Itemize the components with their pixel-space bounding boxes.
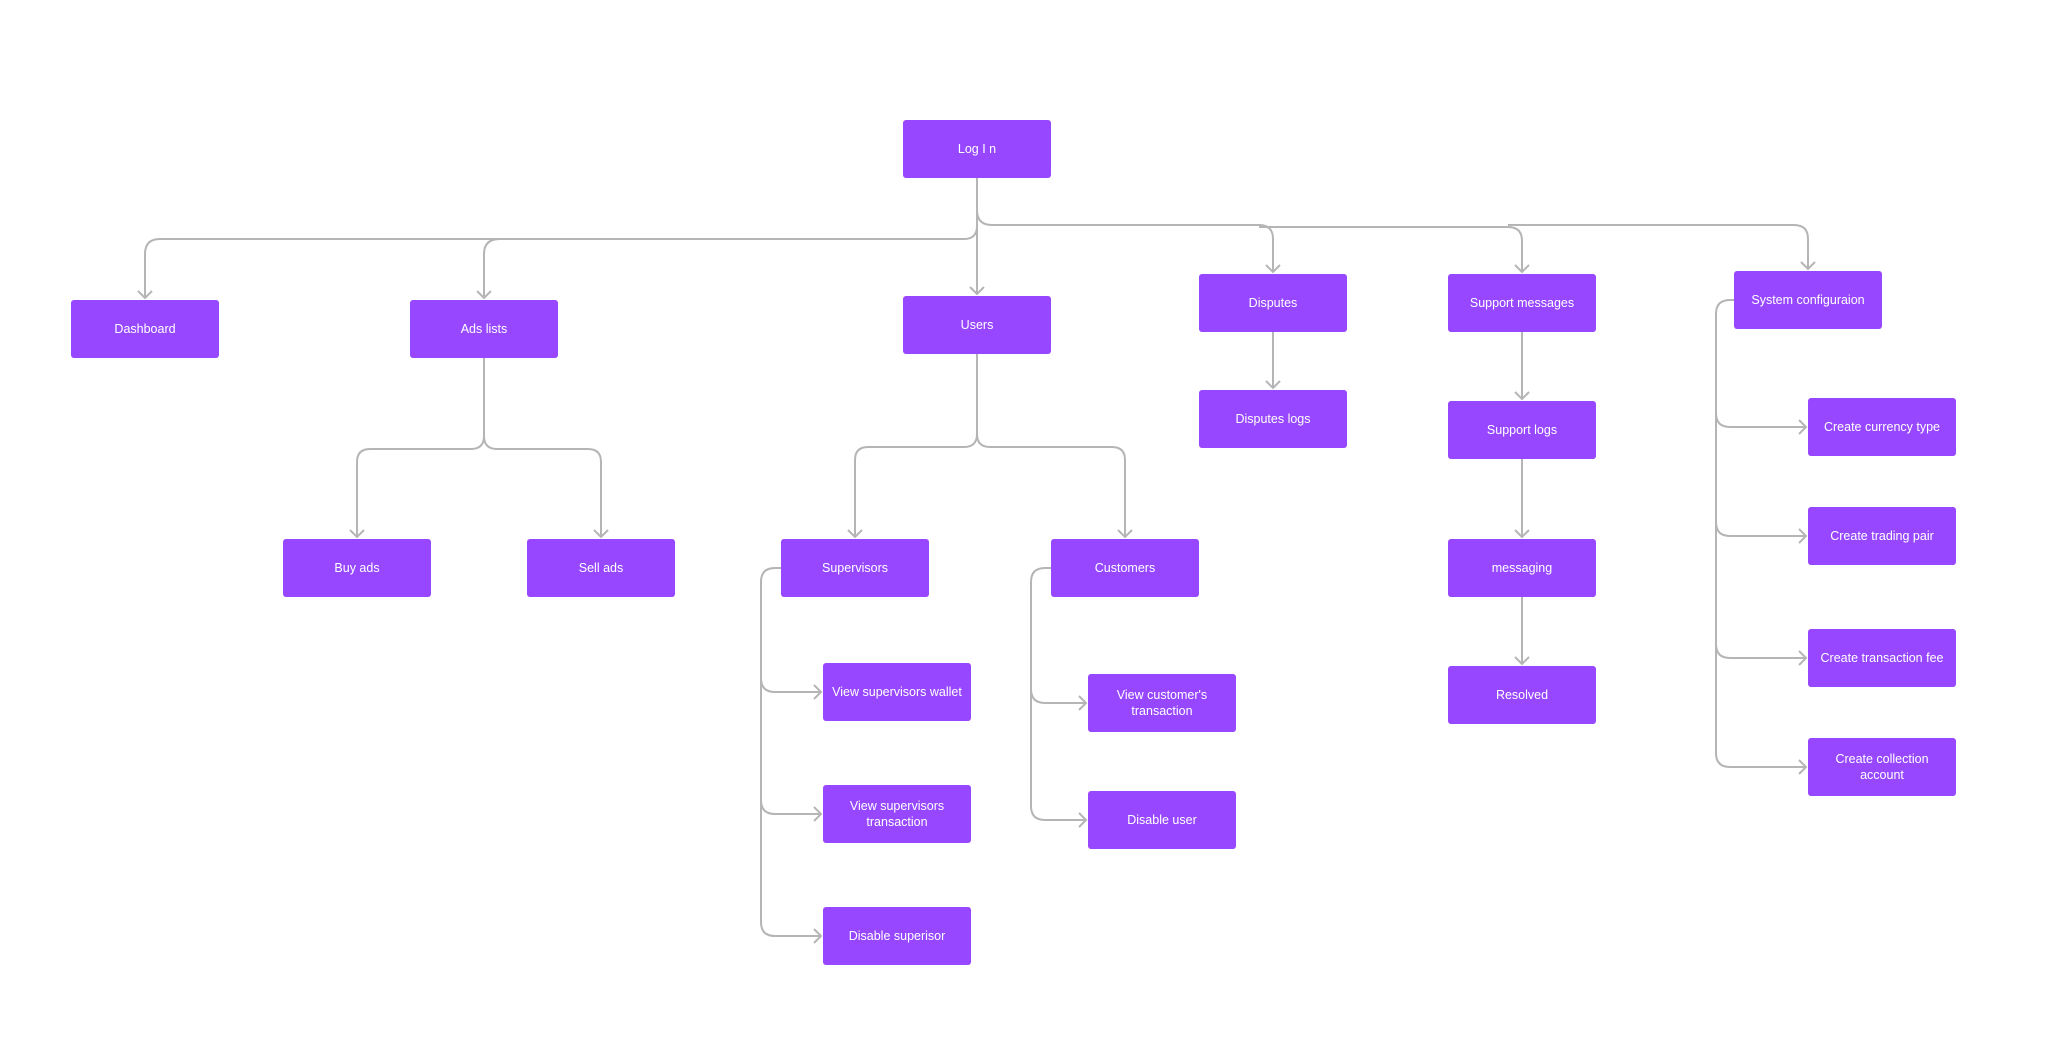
edge-ads-buy-arrow xyxy=(349,529,365,539)
node-support-messages-label: Support messages xyxy=(1469,296,1575,310)
edge-ads-sell xyxy=(483,435,602,537)
edge-users-customers-arrow xyxy=(1117,529,1133,539)
edge-login-support-messages-arrow xyxy=(1514,264,1530,274)
node-messaging[interactable]: messaging xyxy=(1448,539,1596,597)
node-create-currency-type-label: Create currency type xyxy=(1823,420,1941,434)
node-ads-lists-label: Ads lists xyxy=(460,322,508,336)
edge-messaging-resolved-arrow xyxy=(1514,656,1530,666)
node-disputes[interactable]: Disputes xyxy=(1199,274,1347,332)
edge-system-spine xyxy=(1715,299,1806,768)
node-create-transaction-fee[interactable]: Create transaction fee xyxy=(1808,629,1956,687)
node-disputes-label: Disputes xyxy=(1248,296,1298,310)
node-create-collection-account-label: Create collection account xyxy=(1835,752,1929,782)
node-view-customers-transaction[interactable]: View customer's transaction xyxy=(1088,674,1236,732)
node-support-logs-label: Support logs xyxy=(1486,423,1558,437)
edge-customers-spine xyxy=(1030,567,1086,821)
edge-supervisors-wallet-arrow xyxy=(813,684,823,700)
node-supervisors-label: Supervisors xyxy=(822,561,888,575)
node-messaging-label: messaging xyxy=(1491,561,1553,575)
node-create-transaction-fee-label: Create transaction fee xyxy=(1820,651,1944,665)
node-system-configuration[interactable]: System configuraion xyxy=(1734,271,1882,329)
node-disable-user-label: Disable user xyxy=(1127,813,1197,827)
node-view-supervisors-transaction-label: View supervisors transaction xyxy=(849,799,945,829)
edge-supervisors-wallet xyxy=(760,677,821,693)
edge-system-fee xyxy=(1715,643,1806,659)
node-supervisors[interactable]: Supervisors xyxy=(781,539,929,597)
edge-system-currency-arrow xyxy=(1798,419,1808,435)
edge-users-customers xyxy=(976,433,1126,537)
edge-login-users-arrow xyxy=(969,286,985,296)
node-customers-label: Customers xyxy=(1094,561,1156,575)
node-system-configuration-label: System configuraion xyxy=(1751,293,1865,307)
node-resolved[interactable]: Resolved xyxy=(1448,666,1596,724)
edge-supervisors-transaction-arrow xyxy=(813,806,823,822)
edge-system-trading-arrow xyxy=(1798,528,1808,544)
node-create-trading-pair[interactable]: Create trading pair xyxy=(1808,507,1956,565)
edge-login-disputes-arrow xyxy=(1265,264,1281,274)
edge-ads-sell-arrow xyxy=(593,529,609,539)
node-create-currency-type[interactable]: Create currency type xyxy=(1808,398,1956,456)
edge-ads-buy xyxy=(356,358,485,537)
edge-login-dashboard xyxy=(144,178,978,298)
node-ads-lists[interactable]: Ads lists xyxy=(410,300,558,358)
edge-disputes-logs-arrow xyxy=(1265,380,1281,390)
edge-login-system-configuration xyxy=(1508,224,1809,269)
node-customers[interactable]: Customers xyxy=(1051,539,1199,597)
edge-supervisors-disable-arrow xyxy=(813,928,823,944)
node-disputes-logs[interactable]: Disputes logs xyxy=(1199,390,1347,448)
node-buy-ads[interactable]: Buy ads xyxy=(283,539,431,597)
edge-login-ads-lists-arrow xyxy=(476,290,492,300)
node-users[interactable]: Users xyxy=(903,296,1051,354)
edge-users-supervisors-arrow xyxy=(847,529,863,539)
edge-login-dashboard-arrow xyxy=(137,290,153,300)
node-create-trading-pair-label: Create trading pair xyxy=(1830,529,1934,543)
edge-supervisors-spine xyxy=(760,567,821,937)
node-login[interactable]: Log I n xyxy=(903,120,1051,178)
node-sell-ads[interactable]: Sell ads xyxy=(527,539,675,597)
edge-users-supervisors xyxy=(854,354,978,537)
edge-customers-transaction xyxy=(1030,688,1086,704)
edge-system-fee-arrow xyxy=(1798,650,1808,666)
edge-login-ads-lists xyxy=(483,238,501,298)
node-dashboard[interactable]: Dashboard xyxy=(71,300,219,358)
node-view-customers-transaction-label: View customer's transaction xyxy=(1116,688,1208,718)
node-users-label: Users xyxy=(960,318,994,332)
node-view-supervisors-wallet[interactable]: View supervisors wallet xyxy=(823,663,971,721)
node-resolved-label: Resolved xyxy=(1495,688,1549,702)
edge-login-support-messages xyxy=(1259,226,1523,272)
node-disable-user[interactable]: Disable user xyxy=(1088,791,1236,849)
edge-system-currency xyxy=(1715,412,1806,428)
node-create-collection-account[interactable]: Create collection account xyxy=(1808,738,1956,796)
node-view-supervisors-transaction[interactable]: View supervisors transaction xyxy=(823,785,971,843)
node-disable-superisor-label: Disable superisor xyxy=(848,929,946,943)
node-login-label: Log I n xyxy=(957,142,997,156)
node-disable-superisor[interactable]: Disable superisor xyxy=(823,907,971,965)
edge-login-system-configuration-arrow xyxy=(1800,261,1816,271)
edge-customers-disable-arrow xyxy=(1078,812,1088,828)
edge-customers-transaction-arrow xyxy=(1078,695,1088,711)
edge-support-logs-arrow xyxy=(1514,391,1530,401)
node-view-supervisors-wallet-label: View supervisors wallet xyxy=(832,685,962,699)
node-support-messages[interactable]: Support messages xyxy=(1448,274,1596,332)
edge-system-collection-arrow xyxy=(1798,759,1808,775)
edge-support-messaging-arrow xyxy=(1514,529,1530,539)
node-dashboard-label: Dashboard xyxy=(114,322,176,336)
node-buy-ads-label: Buy ads xyxy=(334,561,380,575)
edge-system-trading xyxy=(1715,521,1806,537)
edge-supervisors-transaction xyxy=(760,799,821,815)
node-support-logs[interactable]: Support logs xyxy=(1448,401,1596,459)
node-disputes-logs-label: Disputes logs xyxy=(1235,412,1311,426)
edge-login-disputes xyxy=(976,209,1274,272)
node-sell-ads-label: Sell ads xyxy=(578,561,624,575)
